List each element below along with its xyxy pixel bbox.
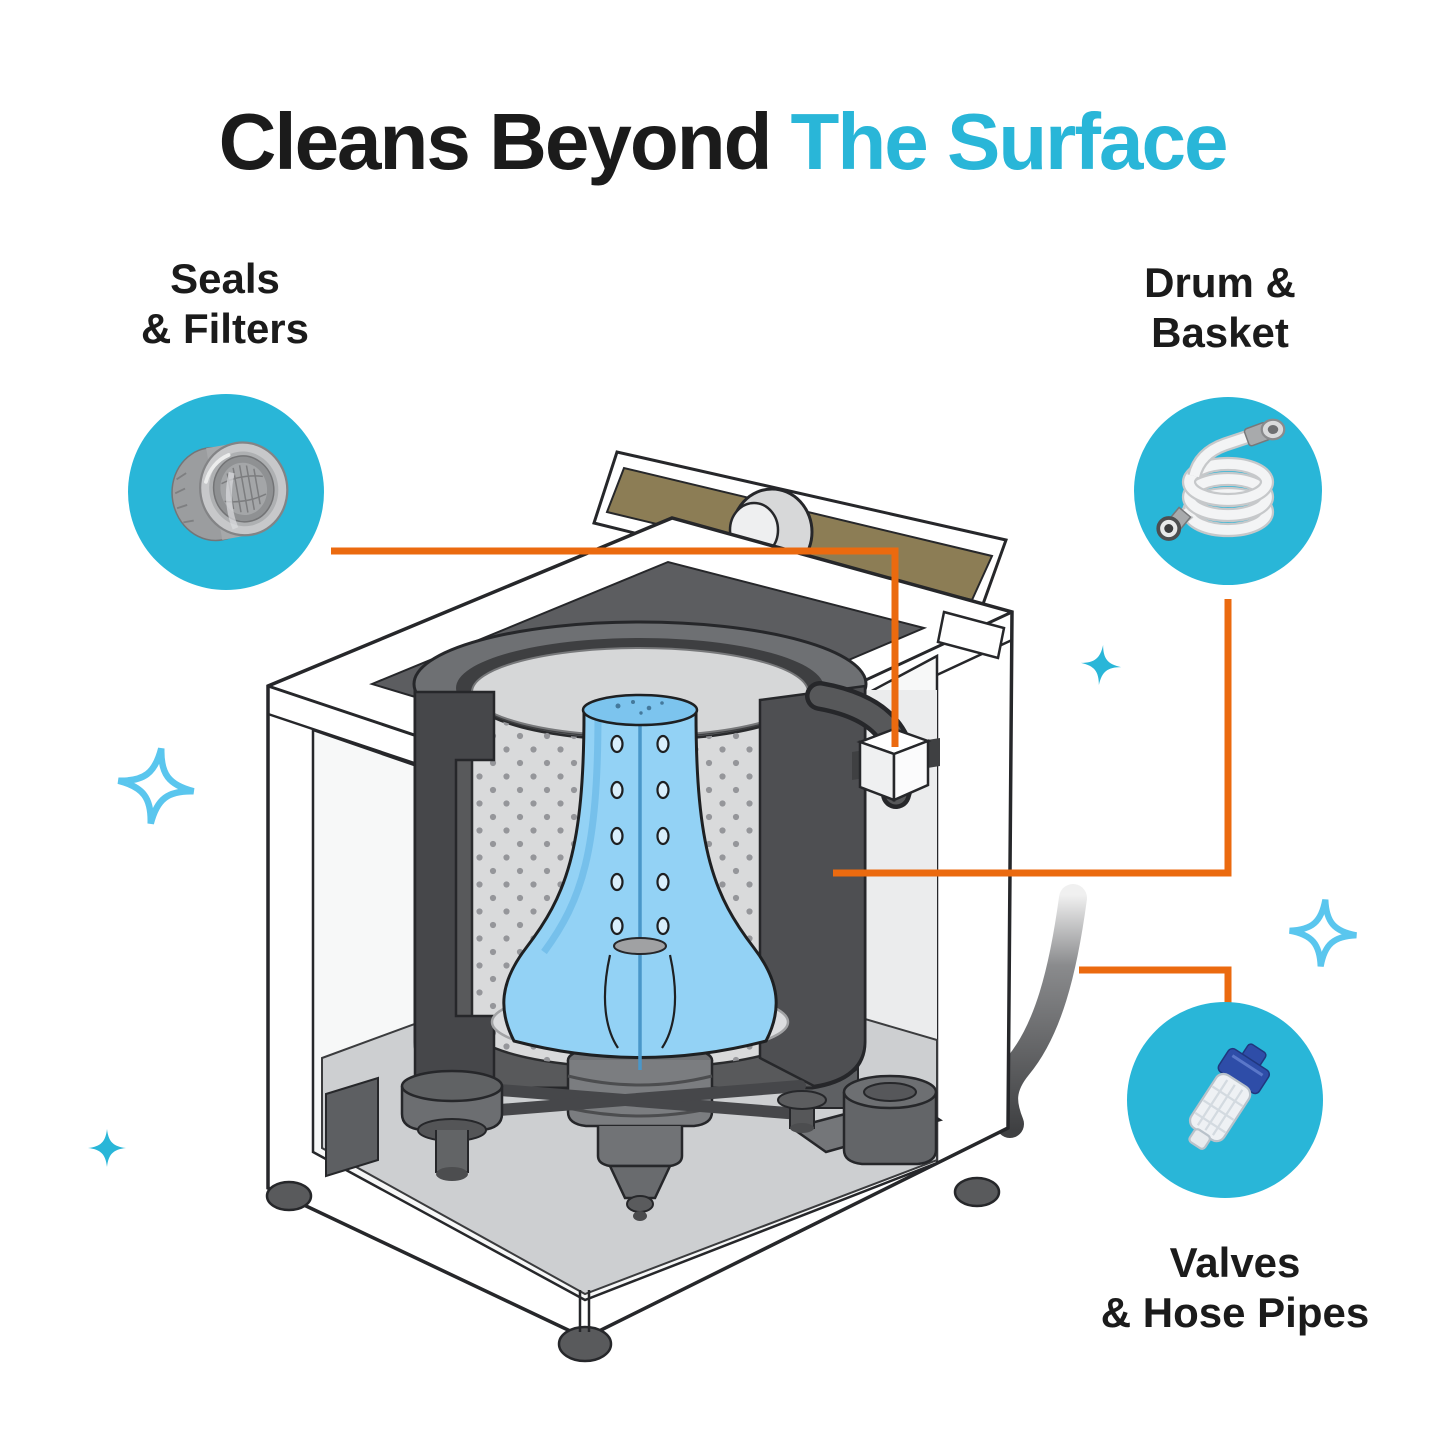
label-line: Basket [1151, 309, 1289, 357]
agitator-vents [610, 734, 670, 936]
label-line: Seals [170, 255, 280, 302]
sparkle-icon [1080, 644, 1122, 686]
sparkle-icon [117, 747, 195, 825]
label-line: & Filters [140, 305, 310, 353]
water-level-sensor [852, 727, 940, 802]
suspension-block [325, 1076, 379, 1178]
label-drum-basket: Drum & Basket [1040, 258, 1400, 359]
drain-hose [990, 884, 1087, 1138]
title-accent: The Surface [790, 97, 1229, 186]
connector-drum-basket [833, 599, 1232, 877]
connector-seals-filters [331, 547, 899, 747]
title-black: Cleans Beyond [218, 97, 773, 186]
valves-hose-pipes-badge [1127, 1002, 1323, 1198]
drain-hose-coil-icon [1156, 418, 1286, 541]
label-line: & Hose Pipes [1100, 1289, 1370, 1337]
connector-valves-hose [1079, 966, 1232, 1005]
lid-hinge-tab [936, 610, 1006, 660]
left-pulley [400, 1069, 504, 1181]
right-hub [777, 1090, 827, 1133]
label-seals-filters: Seals & Filters [45, 254, 405, 355]
sparkle-icon [88, 1129, 126, 1167]
suspension-arms [444, 1080, 806, 1120]
leveling-feet [265, 1176, 1001, 1363]
label-line: Drum & [1144, 259, 1296, 306]
label-valves-hose-pipes: Valves & Hose Pipes [1025, 1238, 1445, 1339]
label-line: Valves [1169, 1239, 1301, 1286]
agitator [502, 693, 778, 1070]
inlet-valve-filter-icon [1188, 1043, 1271, 1150]
drum-basket-badge [1134, 397, 1322, 585]
drain-filter-icon [171, 441, 289, 542]
motor-assembly [789, 1055, 944, 1166]
sparkle-icon [1289, 899, 1357, 967]
tub-wall-right [758, 684, 867, 1088]
seals-filters-badge [128, 394, 324, 590]
